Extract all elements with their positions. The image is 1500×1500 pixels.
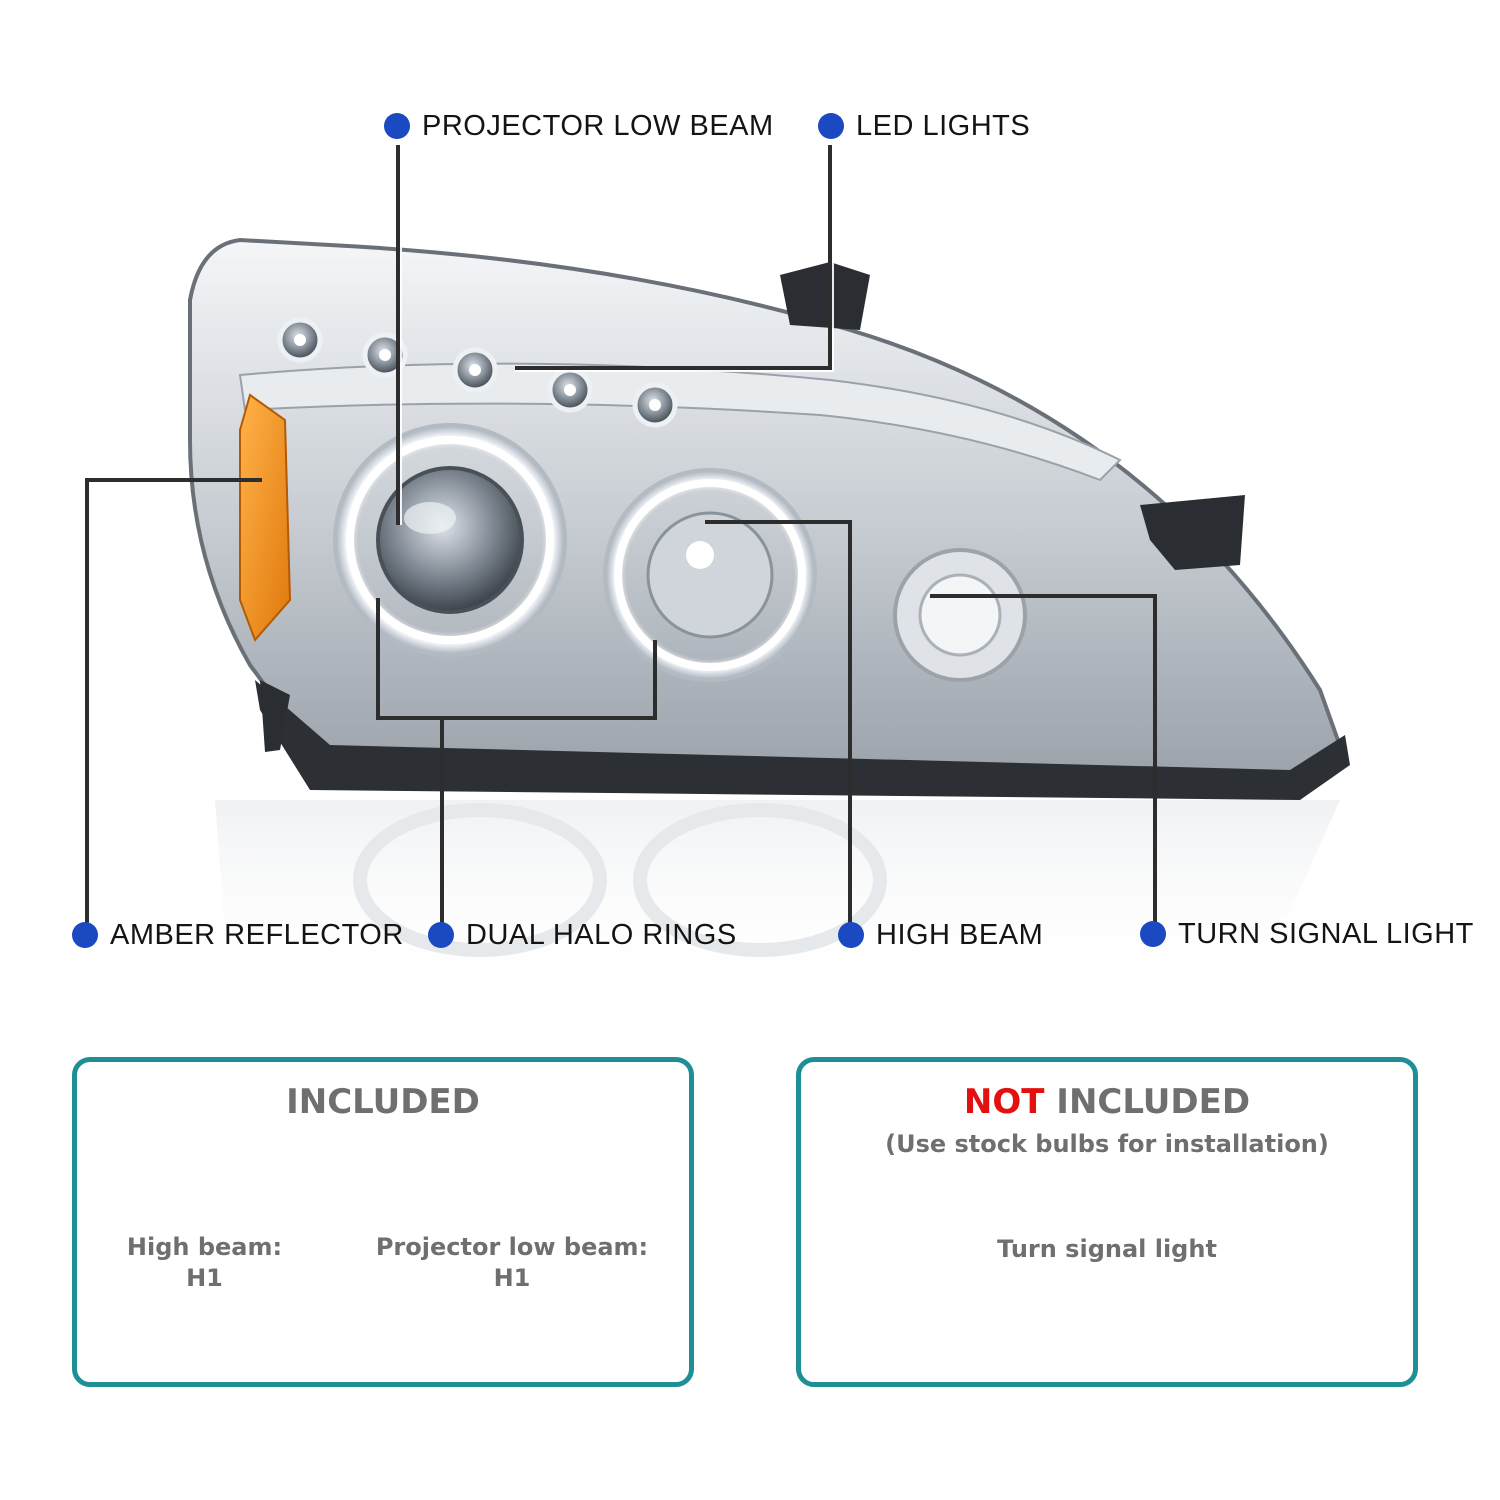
mounting-bracket-top — [780, 262, 870, 330]
callout-turn-signal-light: TURN SIGNAL LIGHT — [1140, 916, 1474, 952]
mounting-bracket-left — [260, 680, 290, 752]
callout-high-beam: HIGH BEAM — [838, 917, 1043, 953]
callout-dot-icon — [838, 922, 864, 948]
led-lights-group — [277, 317, 678, 428]
bulb-value: H1 — [493, 1264, 531, 1292]
not-included-item-turn-signal: Turn signal light — [801, 1234, 1413, 1265]
not-included-title-rest: INCLUDED — [1044, 1082, 1251, 1122]
callout-dot-icon — [384, 113, 410, 139]
not-highlight: NOT — [963, 1082, 1045, 1122]
not-included-subtitle: (Use stock bulbs for installation) — [885, 1130, 1329, 1158]
not-included-title: NOT INCLUDED — [801, 1082, 1413, 1122]
projector-low-beam-assembly — [333, 423, 567, 657]
included-panel: INCLUDED High beam: H1 Projector low bea… — [72, 1057, 694, 1387]
callout-label: LED LIGHTS — [856, 109, 1031, 142]
callout-label: DUAL HALO RINGS — [466, 918, 737, 951]
callout-dot-icon — [72, 922, 98, 948]
callout-dot-icon — [1140, 921, 1166, 947]
callout-projector-low-beam: PROJECTOR LOW BEAM — [384, 108, 774, 144]
bulb-value: H1 — [186, 1264, 223, 1292]
not-included-panel: NOT INCLUDED (Use stock bulbs for instal… — [796, 1057, 1418, 1387]
bulb-label: Turn signal light — [997, 1235, 1217, 1263]
black-base-trim — [255, 680, 1350, 800]
callout-label: TURN SIGNAL LIGHT — [1178, 917, 1474, 950]
turn-signal-assembly — [893, 548, 1027, 682]
bulb-label: High beam: — [126, 1233, 283, 1261]
included-item-high-beam: High beam: H1 — [97, 1232, 312, 1294]
mounting-bracket-right — [1140, 495, 1245, 570]
callout-dot-icon — [818, 113, 844, 139]
included-title: INCLUDED — [286, 1082, 480, 1122]
callout-label: HIGH BEAM — [876, 918, 1044, 951]
amber-reflector — [239, 393, 292, 642]
callout-led-lights: LED LIGHTS — [818, 108, 1030, 144]
callout-dual-halo-rings: DUAL HALO RINGS — [428, 917, 737, 953]
bulb-label: Projector low beam: — [375, 1233, 649, 1261]
callout-amber-reflector: AMBER REFLECTOR — [72, 917, 404, 953]
high-beam-assembly — [603, 468, 817, 682]
callout-label: PROJECTOR LOW BEAM — [422, 109, 774, 142]
callout-leader-lines — [85, 145, 1157, 930]
callout-dot-icon — [428, 922, 454, 948]
included-item-projector-low-beam: Projector low beam: H1 — [362, 1232, 662, 1294]
callout-label: AMBER REFLECTOR — [110, 918, 404, 951]
